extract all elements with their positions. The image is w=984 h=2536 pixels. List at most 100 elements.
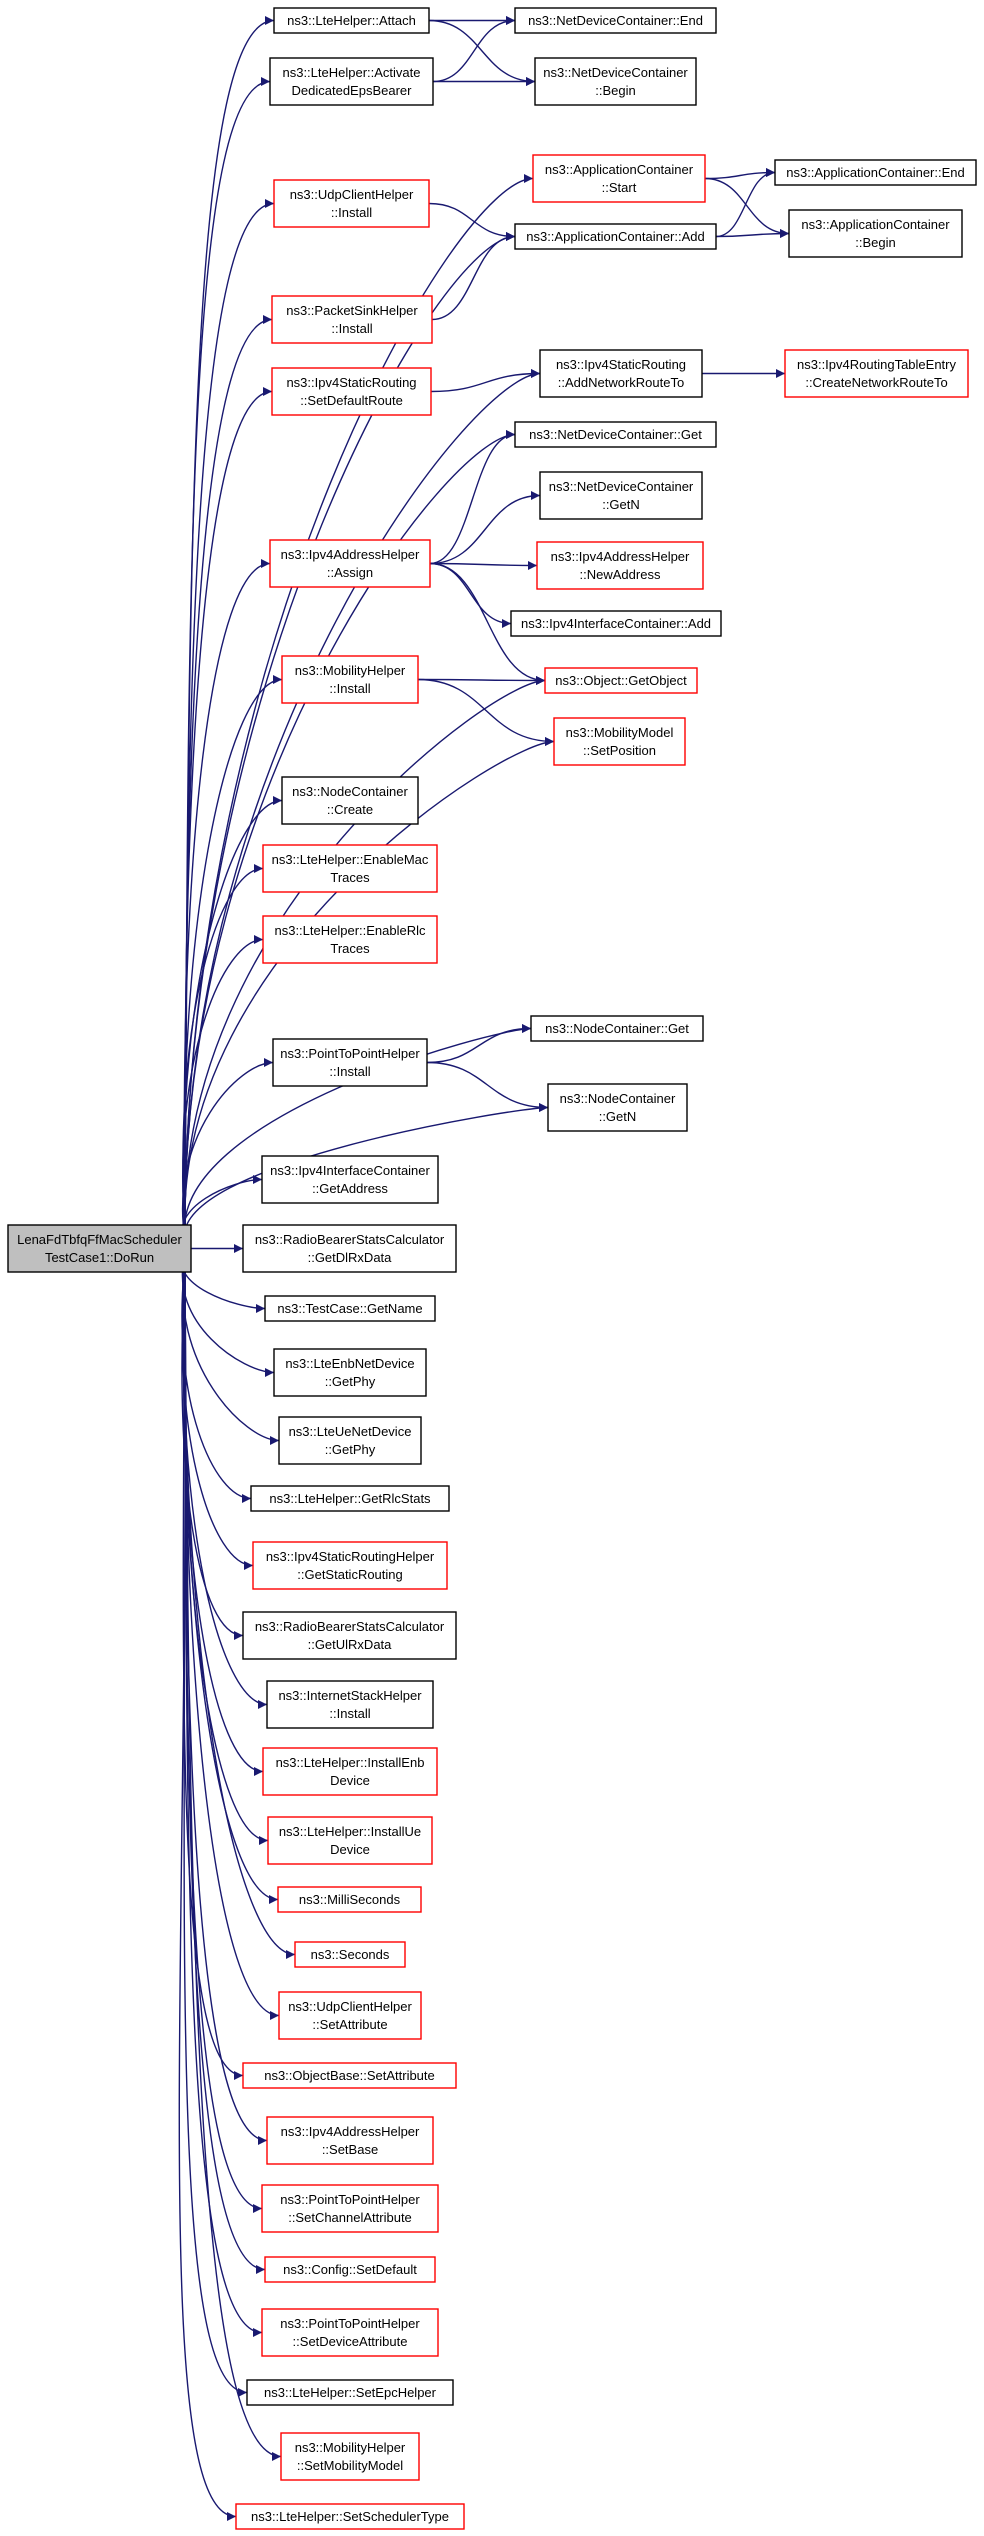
function-node-ipv4-get-static[interactable]: ns3::Ipv4StaticRoutingHelper::GetStaticR… xyxy=(252,1541,448,1590)
function-node-ue-get-phy[interactable]: ns3::LteUeNetDevice::GetPhy xyxy=(278,1416,422,1465)
function-node-udp-set-attr[interactable]: ns3::UdpClientHelper::SetAttribute xyxy=(278,1991,422,2040)
edge-udp-client-install-to-app-add xyxy=(428,202,516,241)
node-box xyxy=(547,1083,688,1132)
node-label: TestCase1::DoRun xyxy=(45,1250,154,1265)
node-label: ns3::LteHelper::InstallEnb xyxy=(276,1755,425,1770)
function-node-app-add[interactable]: ns3::ApplicationContainer::Add xyxy=(514,223,717,250)
node-label: ns3::LteEnbNetDevice xyxy=(285,1356,414,1371)
function-node-p2p-install[interactable]: ns3::PointToPointHelper::Install xyxy=(272,1038,428,1087)
function-node-ipv4-set-default-route[interactable]: ns3::Ipv4StaticRouting::SetDefaultRoute xyxy=(271,367,432,416)
edge-ipv4-addr-assign-to-obj-get-object xyxy=(429,562,546,685)
function-node-obj-base-set-attr[interactable]: ns3::ObjectBase::SetAttribute xyxy=(242,2062,457,2089)
function-node-cfg-set-default[interactable]: ns3::Config::SetDefault xyxy=(264,2256,436,2283)
function-node-ipv4-rt-entry[interactable]: ns3::Ipv4RoutingTableEntry::CreateNetwor… xyxy=(784,349,969,398)
function-node-lte-get-rlc[interactable]: ns3::LteHelper::GetRlcStats xyxy=(250,1485,450,1512)
function-node-milli-seconds[interactable]: ns3::MilliSeconds xyxy=(277,1886,422,1913)
node-label: ::SetChannelAttribute xyxy=(288,2210,412,2225)
function-node-packet-sink-install[interactable]: ns3::PacketSinkHelper::Install xyxy=(271,295,433,344)
function-node-ipv4-add-network-route[interactable]: ns3::Ipv4StaticRouting::AddNetworkRouteT… xyxy=(539,349,703,398)
node-box xyxy=(242,2062,457,2089)
node-label: ::SetAttribute xyxy=(312,2017,387,2032)
function-node-ipv4-addr-set-base[interactable]: ns3::Ipv4AddressHelper::SetBase xyxy=(266,2116,434,2165)
function-node-seconds[interactable]: ns3::Seconds xyxy=(294,1941,406,1968)
function-node-app-start[interactable]: ns3::ApplicationContainer::Start xyxy=(532,154,706,203)
node-box xyxy=(536,541,704,590)
function-node-inet-install[interactable]: ns3::InternetStackHelper::Install xyxy=(266,1680,434,1729)
function-node-rbs-get-dl[interactable]: ns3::RadioBearerStatsCalculator::GetDlRx… xyxy=(242,1224,457,1273)
edge-root-to-app-add xyxy=(184,232,516,1231)
node-label: ns3::ApplicationContainer::End xyxy=(786,165,965,180)
edge-root-to-udp-client-install xyxy=(184,199,275,1231)
node-box xyxy=(530,1015,704,1042)
node-box xyxy=(272,1038,428,1087)
function-node-mob-set-pos[interactable]: ns3::MobilityModel::SetPosition xyxy=(553,717,686,766)
node-box xyxy=(281,655,419,704)
node-box xyxy=(250,1485,450,1512)
node-box xyxy=(273,179,430,228)
node-label: ns3::Ipv4AddressHelper xyxy=(281,2124,420,2139)
function-node-mob-install[interactable]: ns3::MobilityHelper::Install xyxy=(281,655,419,704)
function-node-ndc-get[interactable]: ns3::NetDeviceContainer::Get xyxy=(514,421,717,448)
node-label: ns3::ApplicationContainer::Add xyxy=(526,229,705,244)
function-node-ndc-begin[interactable]: ns3::NetDeviceContainer::Begin xyxy=(534,57,697,106)
node-label: ns3::Ipv4AddressHelper xyxy=(281,547,420,562)
function-node-ndc-end[interactable]: ns3::NetDeviceContainer::End xyxy=(514,7,717,34)
edge-root-to-nc-get-n xyxy=(184,1103,549,1242)
function-node-ipv4-if-get-address[interactable]: ns3::Ipv4InterfaceContainer::GetAddress xyxy=(261,1155,439,1204)
node-label: ns3::NetDeviceContainer::Get xyxy=(529,427,702,442)
function-node-nc-create[interactable]: ns3::NodeContainer::Create xyxy=(281,776,419,825)
node-label: ::GetPhy xyxy=(325,1442,376,1457)
function-node-nc-get-n[interactable]: ns3::NodeContainer::GetN xyxy=(547,1083,688,1132)
function-node-test-get-name[interactable]: ns3::TestCase::GetName xyxy=(264,1295,436,1322)
function-node-obj-get-object[interactable]: ns3::Object::GetObject xyxy=(544,667,698,694)
node-label: ::SetMobilityModel xyxy=(297,2458,403,2473)
node-label: ns3::LteHelper::Activate xyxy=(282,65,420,80)
function-node-lte-activate[interactable]: ns3::LteHelper::ActivateDedicatedEpsBear… xyxy=(269,57,434,106)
node-label: ::Install xyxy=(331,205,372,220)
function-node-lte-attach[interactable]: ns3::LteHelper::Attach xyxy=(273,7,430,34)
node-label: ns3::Config::SetDefault xyxy=(283,2262,417,2277)
function-node-lte-set-epc[interactable]: ns3::LteHelper::SetEpcHelper xyxy=(246,2379,454,2406)
node-label: Device xyxy=(330,1842,370,1857)
node-box xyxy=(514,223,717,250)
function-node-enb-get-phy[interactable]: ns3::LteEnbNetDevice::GetPhy xyxy=(273,1348,427,1397)
function-node-ipv4-if-add[interactable]: ns3::Ipv4InterfaceContainer::Add xyxy=(510,610,722,637)
function-node-p2p-set-dev[interactable]: ns3::PointToPointHelper::SetDeviceAttrib… xyxy=(261,2308,439,2357)
edge-root-to-lte-set-epc xyxy=(183,1266,248,2397)
node-label: ::Begin xyxy=(595,83,635,98)
node-label: ns3::NetDeviceContainer::End xyxy=(528,13,703,28)
function-node-udp-client-install[interactable]: ns3::UdpClientHelper::Install xyxy=(273,179,430,228)
node-label: ns3::LteHelper::SetSchedulerType xyxy=(251,2509,449,2524)
edge-root-to-obj-base-set-attr xyxy=(182,1266,244,2080)
node-label: ns3::MobilityModel xyxy=(566,725,674,740)
function-node-app-end[interactable]: ns3::ApplicationContainer::End xyxy=(774,159,977,186)
function-node-ndc-get-n[interactable]: ns3::NetDeviceContainer::GetN xyxy=(539,471,703,520)
node-label: ns3::PointToPointHelper xyxy=(280,1046,420,1061)
function-node-mob-set-model[interactable]: ns3::MobilityHelper::SetMobilityModel xyxy=(280,2432,420,2481)
edge-packet-sink-install-to-app-add xyxy=(431,232,516,321)
node-label: Traces xyxy=(330,870,370,885)
node-label: ::NewAddress xyxy=(580,567,661,582)
function-node-app-begin[interactable]: ns3::ApplicationContainer::Begin xyxy=(788,209,963,258)
node-label: ::Install xyxy=(331,321,372,336)
edge-root-to-packet-sink-install xyxy=(184,315,273,1231)
edge-mob-install-to-mob-set-pos xyxy=(417,678,555,746)
node-box xyxy=(262,915,438,964)
node-label: ::GetN xyxy=(602,497,640,512)
function-node-nc-get[interactable]: ns3::NodeContainer::Get xyxy=(530,1015,704,1042)
node-label: ns3::Ipv4StaticRouting xyxy=(286,375,416,390)
function-node-rbs-get-ul[interactable]: ns3::RadioBearerStatsCalculator::GetUlRx… xyxy=(242,1611,457,1660)
function-node-lte-set-sched[interactable]: ns3::LteHelper::SetSchedulerType xyxy=(235,2503,465,2530)
node-label: ns3::PointToPointHelper xyxy=(280,2192,420,2207)
edge-root-to-p2p-install xyxy=(182,1058,274,1240)
function-node-ipv4-addr-new[interactable]: ns3::Ipv4AddressHelper::NewAddress xyxy=(536,541,704,590)
node-box xyxy=(242,1224,457,1273)
function-node-p2p-set-chan[interactable]: ns3::PointToPointHelper::SetChannelAttri… xyxy=(261,2184,439,2233)
node-label: ::Install xyxy=(329,681,370,696)
function-node-ipv4-addr-assign[interactable]: ns3::Ipv4AddressHelper::Assign xyxy=(269,539,431,588)
